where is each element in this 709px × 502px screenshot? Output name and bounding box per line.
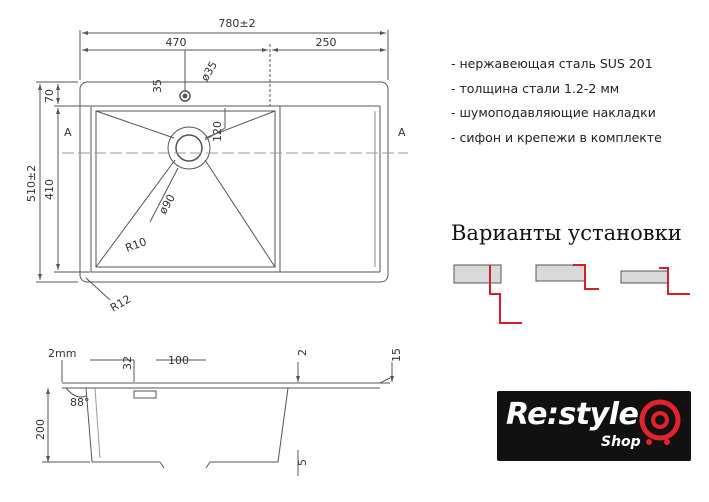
dim-drain-dia: ø90	[156, 192, 178, 216]
at-cart-icon	[639, 399, 681, 445]
sink-outer-outline	[79, 81, 389, 283]
dim-rim-offset: 32	[121, 356, 134, 370]
feature-item: - нержавеющая сталь SUS 201	[451, 56, 653, 71]
dim-angle: 88°	[70, 396, 90, 409]
dim-bowl-depth: 410	[43, 179, 56, 200]
brand-logo: Re:style Shop	[497, 391, 691, 461]
section-mark-right: A	[398, 126, 406, 139]
dim-thickness: 2mm	[48, 347, 76, 360]
logo-sub-text: Shop	[601, 434, 641, 450]
dim-hole-dia: ø35	[198, 59, 220, 83]
drain-outer	[167, 126, 211, 170]
dim-hole-offset: 35	[151, 79, 164, 93]
dimension-arrows	[38, 31, 386, 280]
dim-2: 2	[296, 349, 309, 356]
top-view	[36, 30, 408, 301]
feature-item: - толщина стали 1.2-2 мм	[451, 80, 620, 96]
install-variants	[453, 264, 690, 324]
feature-list: - нержавеющая сталь SUS 201 - толщина ст…	[451, 52, 662, 150]
dim-right-part: 250	[316, 36, 337, 49]
feature-item: - сифон и крепежи в комплекте	[451, 129, 662, 145]
dim-rim-width: 100	[168, 354, 189, 367]
bowl-outline	[90, 105, 281, 273]
drain-inner	[175, 134, 203, 162]
dim-5: 5	[296, 459, 309, 466]
dim-200: 200	[34, 419, 47, 440]
logo-main-text: Re:style	[506, 397, 639, 432]
side-dimension-arrows	[46, 376, 394, 462]
install-variants-title: Варианты установки	[451, 221, 682, 245]
install-variant-2	[535, 264, 599, 290]
feature-item: - шумоподавляющие накладки	[451, 105, 656, 120]
dim-drain-radius: 120	[211, 121, 224, 142]
dim-left-part: 470	[166, 36, 187, 49]
dim-total-width: 780±2	[218, 17, 255, 30]
dim-top-margin: 70	[43, 89, 56, 103]
section-mark-left: A	[64, 126, 72, 139]
bowl-inner-outline	[95, 110, 276, 268]
dim-inner-radius: R10	[124, 235, 149, 255]
side-view	[42, 359, 393, 476]
dim-outer-radius: R12	[108, 293, 133, 315]
install-variant-3	[620, 267, 690, 295]
dim-total-depth: 510±2	[25, 165, 38, 202]
install-variant-1	[453, 264, 522, 324]
dim-15: 15	[390, 348, 403, 362]
